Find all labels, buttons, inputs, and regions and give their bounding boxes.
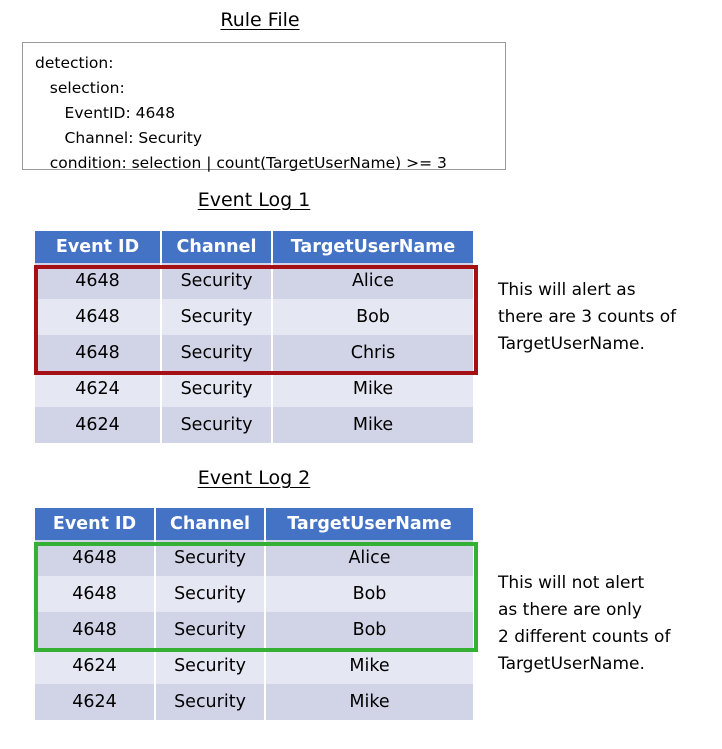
cell-targetusername: Mike <box>264 684 473 720</box>
table-row: 4648 Security Bob <box>35 576 473 612</box>
event-log-2-annotation: This will not alert as there are only 2 … <box>498 573 671 674</box>
cell-targetusername: Mike <box>264 648 473 684</box>
rule-file-box: detection: selection: EventID: 4648 Chan… <box>22 42 506 172</box>
table-row: 4648 Security Bob <box>35 299 473 335</box>
cell-event-id: 4624 <box>35 684 156 720</box>
table-row: 4648 Security Bob <box>35 612 473 648</box>
cell-event-id: 4624 <box>35 648 156 684</box>
cell-channel: Security <box>160 407 273 443</box>
rule-line-selection: selection: <box>35 79 125 97</box>
column-header-channel: Channel <box>154 508 266 540</box>
cell-event-id: 4648 <box>35 263 162 299</box>
event-log-2-title: Event Log 2 <box>197 467 311 489</box>
cell-event-id: 4648 <box>35 299 162 335</box>
cell-channel: Security <box>154 648 266 684</box>
cell-targetusername: Chris <box>271 335 473 371</box>
column-header-event-id: Event ID <box>35 508 156 540</box>
cell-channel: Security <box>160 371 273 407</box>
event-log-2-table: Event ID Channel TargetUserName 4648 Sec… <box>35 508 473 720</box>
cell-event-id: 4648 <box>35 576 156 612</box>
table-row: 4624 Security Mike <box>35 371 473 407</box>
cell-targetusername: Bob <box>264 612 473 648</box>
rule-line-channel: Channel: Security <box>35 129 202 147</box>
cell-event-id: 4624 <box>35 371 162 407</box>
cell-targetusername: Mike <box>271 371 473 407</box>
rule-line-condition: condition: selection | count(TargetUserN… <box>35 154 447 172</box>
column-header-event-id: Event ID <box>35 231 162 263</box>
cell-event-id: 4648 <box>35 612 156 648</box>
cell-channel: Security <box>154 612 266 648</box>
cell-channel: Security <box>160 299 273 335</box>
rule-line-eventid: EventID: 4648 <box>35 104 176 122</box>
cell-channel: Security <box>154 540 266 576</box>
column-header-targetusername: TargetUserName <box>264 508 473 540</box>
table-row: 4624 Security Mike <box>35 648 473 684</box>
table-row: 4648 Security Chris <box>35 335 473 371</box>
table-row: 4648 Security Alice <box>35 540 473 576</box>
table-header-row: Event ID Channel TargetUserName <box>35 231 473 263</box>
table-header-row: Event ID Channel TargetUserName <box>35 508 473 540</box>
cell-event-id: 4648 <box>35 540 156 576</box>
column-header-channel: Channel <box>160 231 273 263</box>
table-row: 4624 Security Mike <box>35 684 473 720</box>
rule-line-detection: detection: <box>35 54 114 72</box>
cell-targetusername: Bob <box>264 576 473 612</box>
event-log-1-annotation: This will alert as there are 3 counts of… <box>498 280 677 354</box>
column-header-targetusername: TargetUserName <box>271 231 473 263</box>
event-log-1-title: Event Log 1 <box>197 189 311 211</box>
rule-file-title: Rule File <box>220 9 300 31</box>
cell-channel: Security <box>160 263 273 299</box>
cell-targetusername: Alice <box>271 263 473 299</box>
event-log-1-table: Event ID Channel TargetUserName 4648 Sec… <box>35 231 473 443</box>
cell-channel: Security <box>154 684 266 720</box>
cell-event-id: 4648 <box>35 335 162 371</box>
cell-channel: Security <box>160 335 273 371</box>
table-row: 4624 Security Mike <box>35 407 473 443</box>
cell-targetusername: Alice <box>264 540 473 576</box>
cell-event-id: 4624 <box>35 407 162 443</box>
cell-targetusername: Bob <box>271 299 473 335</box>
table-row: 4648 Security Alice <box>35 263 473 299</box>
cell-channel: Security <box>154 576 266 612</box>
cell-targetusername: Mike <box>271 407 473 443</box>
